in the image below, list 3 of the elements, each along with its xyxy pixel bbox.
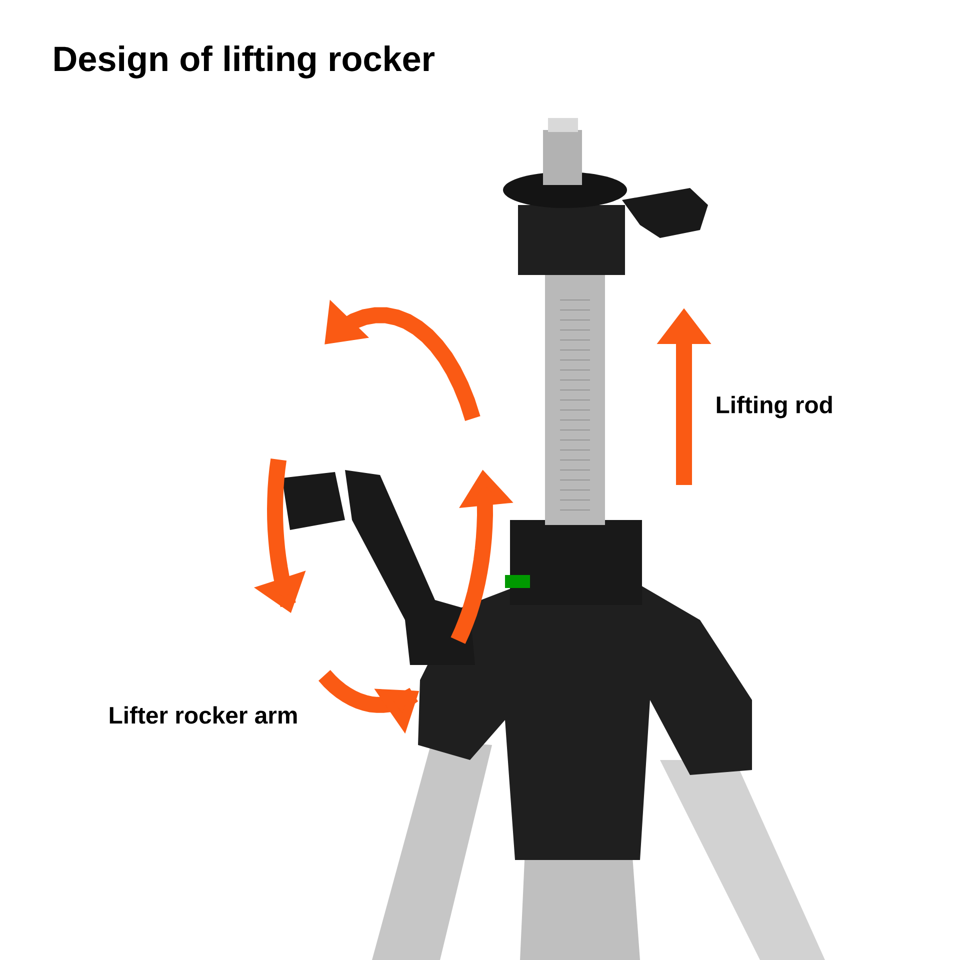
label: Lifting rod: [716, 396, 832, 418]
title: Design of lifting rocker: [54, 46, 434, 78]
label: Lifter rocker arm: [110, 706, 297, 724]
